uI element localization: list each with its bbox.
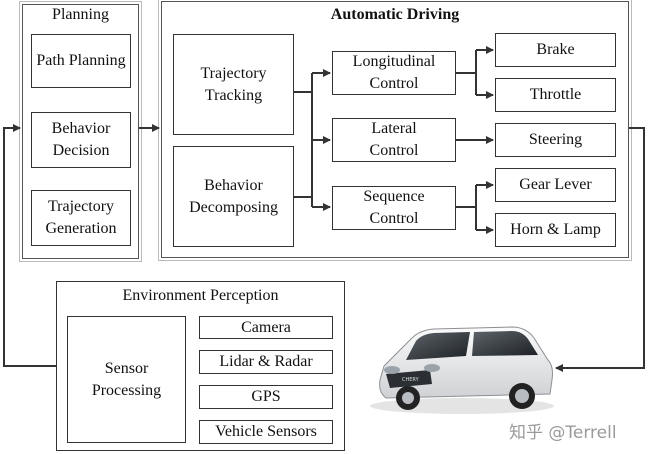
camera-box: Camera [199, 316, 333, 339]
path-planning-box: Path Planning [31, 34, 131, 88]
driving-to-car-arrow [555, 127, 645, 372]
gear-lever-box: Gear Lever [495, 168, 616, 202]
horn-lamp-box: Horn & Lamp [495, 213, 616, 247]
lidar-radar-box: Lidar & Radar [199, 350, 333, 374]
sequence-control-box: Sequence Control [332, 186, 456, 230]
brake-box: Brake [495, 33, 616, 67]
behavior-decision-box: Behavior Decision [31, 112, 131, 168]
trajectory-tracking-box: Trajectory Tracking [173, 34, 294, 135]
behavior-decomposing-box: Behavior Decomposing [173, 146, 294, 247]
environment-perception-title: Environment Perception [122, 287, 279, 304]
perception-to-planning-arrow [3, 124, 56, 367]
longitudinal-control-box: Longitudinal Control [332, 51, 456, 95]
car-badge: CHERY [402, 377, 420, 383]
automatic-driving-title: Automatic Driving [330, 6, 460, 23]
planning-title: Planning [52, 6, 109, 23]
longitudinal-branch [456, 50, 477, 95]
watermark-text: 知乎 @Terrell [509, 423, 617, 443]
sequence-branch [456, 185, 477, 230]
steering-box: Steering [495, 123, 616, 157]
gps-box: GPS [199, 385, 333, 409]
car-image: CHERY [370, 326, 554, 414]
lateral-control-box: Lateral Control [332, 118, 456, 162]
trajectory-generation-box: Trajectory Generation [31, 190, 131, 246]
sensor-processing-box: Sensor Processing [67, 316, 186, 443]
throttle-box: Throttle [495, 78, 616, 112]
vehicle-sensors-box: Vehicle Sensors [199, 420, 333, 444]
